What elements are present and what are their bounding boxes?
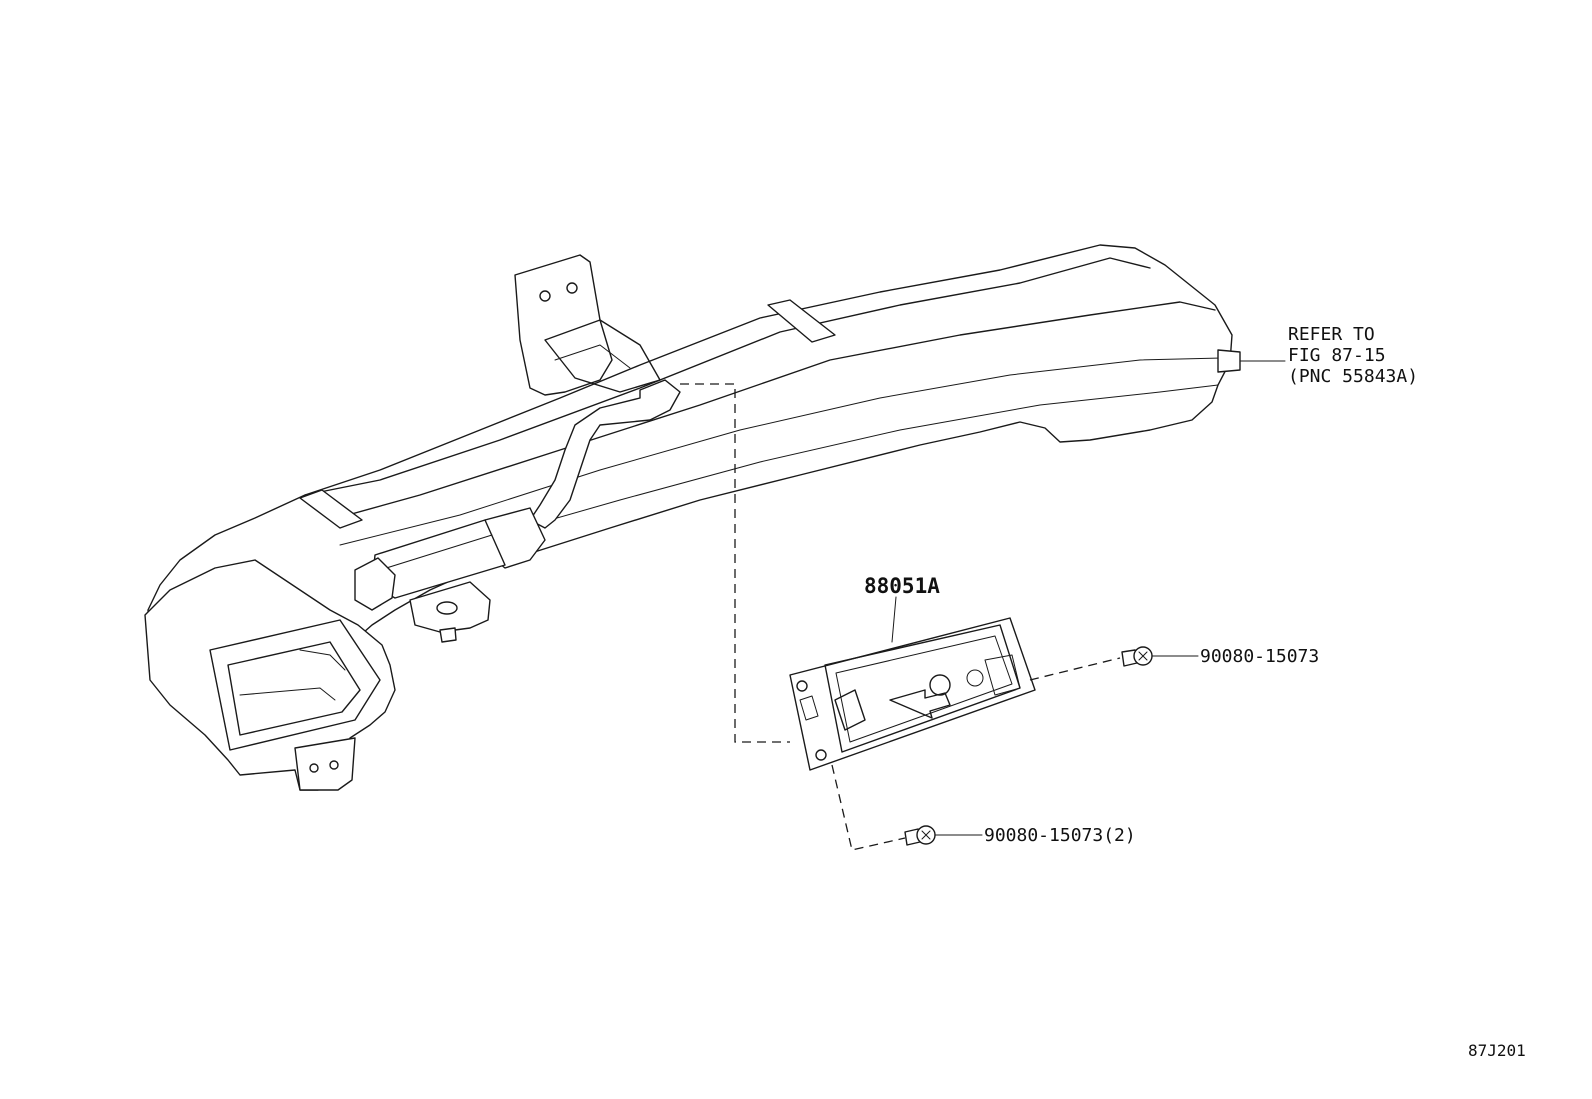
assembly-dashed-line — [680, 383, 790, 743]
refer-to-label-line3: (PNC 55843A) — [1288, 366, 1418, 387]
air-duct-assembly — [144, 244, 1241, 791]
screw-right-dashed-line — [1029, 657, 1121, 681]
figure-id: 87J201 — [1468, 1041, 1526, 1060]
screw-bottom-part-number: 90080-15073(2) — [984, 825, 1136, 846]
screw-right — [1121, 646, 1153, 667]
refer-to-label-line2: FIG 87-15 — [1288, 345, 1386, 366]
module-leader-line — [891, 596, 897, 643]
module-part-number: 88051A — [864, 574, 940, 598]
screw-right-part-number: 90080-15073 — [1200, 646, 1319, 667]
refer-to-label-line1: REFER TO — [1288, 324, 1375, 345]
screw-bottom — [904, 825, 936, 846]
screw-bottom-dashed-line — [831, 764, 906, 851]
control-module-88051a — [789, 617, 1036, 771]
